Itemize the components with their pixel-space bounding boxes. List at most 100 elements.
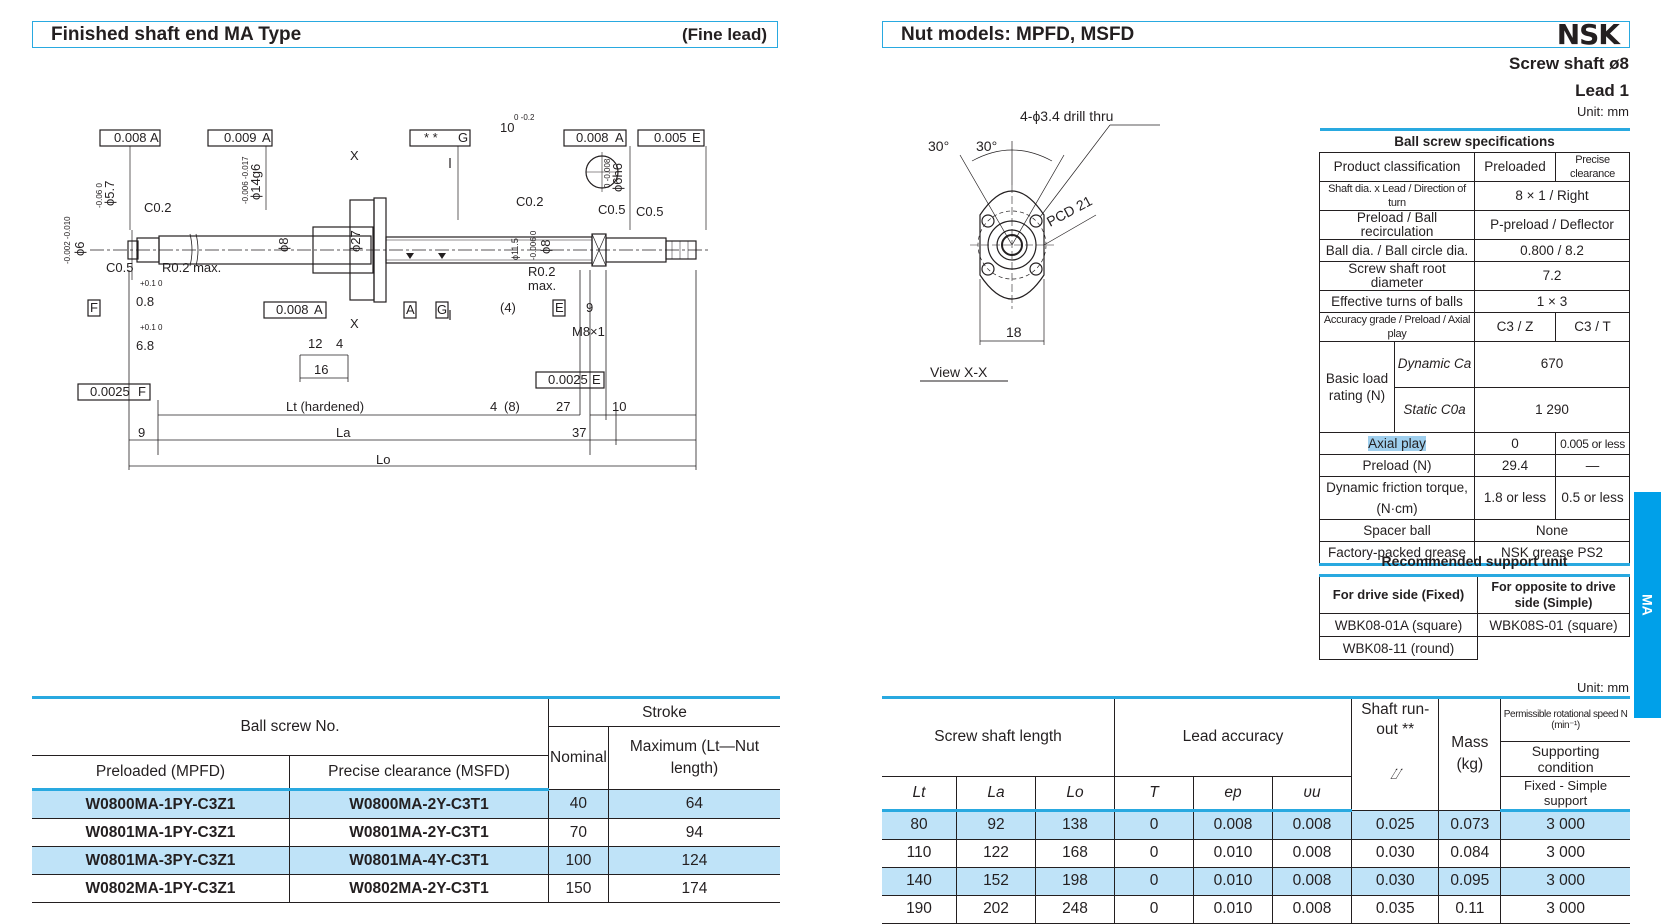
spec-row: Ball dia. / Ball circle dia. 0.800 / 8.2	[1319, 239, 1630, 262]
cell: 202	[956, 895, 1036, 924]
spec-cell: Ball dia. / Ball circle dia.	[1319, 239, 1475, 262]
cell: W0801MA-2Y-C3T1	[289, 818, 549, 847]
cell: 0.010	[1193, 839, 1273, 868]
header-ball-screw-no: Ball screw No.	[32, 697, 549, 756]
radius-r02-right-max: max.	[528, 278, 556, 293]
dim-27: 27	[556, 399, 570, 414]
width-10: 10	[500, 120, 514, 135]
table-row: 110 122 168 0 0.010 0.008 0.030 0.084 3 …	[882, 839, 1630, 868]
spec-row: 1 290	[1320, 386, 1630, 433]
cell: 0	[1114, 810, 1194, 840]
ball-screw-table: Ball screw No. Stroke Nominal Maximum (L…	[32, 696, 780, 903]
view-label: View X-X	[930, 364, 988, 380]
left-header-right: (Fine lead)	[681, 24, 767, 44]
header-ep: ep	[1193, 776, 1273, 812]
dia-5-7: ϕ5.7	[102, 181, 117, 206]
cell: 3 000	[1500, 810, 1630, 840]
spec-cell: 1 × 3	[1474, 290, 1630, 313]
spec-cell: C3 / Z	[1474, 312, 1556, 342]
dim-8: (8)	[504, 399, 520, 414]
spec-row: Accuracy grade / Preload / Axial play C3…	[1319, 312, 1630, 342]
cell: 0.010	[1193, 895, 1273, 924]
cell: W0800MA-2Y-C3T1	[289, 789, 549, 819]
tol-frame-1: 0.008	[114, 130, 147, 145]
angle-left: 30°	[928, 138, 949, 154]
support-row: WBK08-11 (round)	[1319, 636, 1630, 660]
cell: 122	[956, 839, 1036, 868]
header-vu: υu	[1272, 776, 1352, 812]
spec-row: Preload (N) 29.4 —	[1319, 454, 1630, 477]
pcd-label: PCD 21	[1044, 192, 1095, 229]
table-row: 80 92 138 0 0.008 0.008 0.025 0.073 3 00…	[882, 810, 1630, 840]
table-row: W0800MA-1PY-C3Z1 W0800MA-2Y-C3T1 40 64	[32, 789, 780, 819]
cell: 0.010	[1193, 867, 1273, 896]
spec-cell: Preload / Ball recirculation	[1319, 210, 1475, 240]
spec-cell: 7.2	[1474, 261, 1630, 291]
dim-37: 37	[572, 425, 586, 440]
dim-lo: Lo	[376, 452, 390, 467]
spec-cell: Accuracy grade / Preload / Axial play	[1319, 312, 1475, 342]
dynamic-label: Dynamic Ca	[1395, 342, 1474, 388]
spec-cell: 0.005 or less	[1555, 432, 1630, 455]
header-lt: Lt	[882, 776, 957, 812]
spec-cell: Product classification	[1319, 152, 1475, 182]
cell: W0801MA-4Y-C3T1	[289, 846, 549, 875]
unit-label-2: Unit: mm	[1577, 680, 1629, 695]
spec-cell: 8 × 1 / Right	[1474, 181, 1630, 211]
spec-cell: 0	[1474, 432, 1556, 455]
nut-view-drawing: 4-ϕ3.4 drill thru 30° 30° PCD 21 18 View…	[920, 108, 1160, 382]
cell: 152	[956, 867, 1036, 896]
tol-frame-8-ref: F	[138, 384, 146, 399]
spec-cell: Factory-packed grease	[1319, 541, 1475, 566]
side-tab-label: MA	[1639, 594, 1656, 616]
dia-6-tol: -0.002 -0.010	[63, 216, 72, 264]
cell: 0.11	[1438, 895, 1502, 924]
spec-cell: 1.8 or less	[1474, 476, 1556, 520]
spec-row: Effective turns of balls 1 × 3	[1319, 290, 1630, 313]
dim-4-b: 4	[490, 399, 497, 414]
cell: 0.025	[1351, 810, 1440, 840]
cell: 0.008	[1272, 867, 1352, 896]
spec-cell: Effective turns of balls	[1319, 290, 1475, 313]
spec-cell: Preload (N)	[1319, 454, 1475, 477]
cell: 0	[1114, 867, 1194, 896]
cell: 0.095	[1438, 867, 1502, 896]
spec-cell: Precise clearance	[1555, 152, 1630, 182]
header-la: La	[956, 776, 1036, 812]
table-row: 140 152 198 0 0.010 0.008 0.030 0.095 3 …	[882, 867, 1630, 896]
support-row: WBK08-01A (square) WBK08S-01 (square)	[1319, 613, 1630, 637]
groove-08-tol: +0.1 0	[140, 279, 163, 288]
cell: 124	[608, 846, 780, 875]
spec-row: Spacer ball None	[1319, 519, 1630, 542]
support-header-opposite: For opposite to drive side (Simple)	[1477, 575, 1630, 614]
header-supporting-condition: Supporting condition	[1500, 741, 1630, 777]
cell: 100	[548, 846, 609, 875]
dia-8b: ϕ8	[538, 239, 553, 254]
spec-cell: Shaft dia. x Lead / Direction of turn	[1319, 181, 1475, 211]
spec-cell: C3 / T	[1555, 312, 1630, 342]
cell: 0.073	[1438, 810, 1502, 840]
spec-cell: P-preload / Deflector	[1474, 210, 1630, 240]
brand-logo: NSK	[1556, 18, 1620, 51]
cell: 174	[608, 874, 780, 903]
cell: 198	[1035, 867, 1115, 896]
spec-title: Ball screw specifications	[1319, 128, 1630, 153]
cell: 40	[548, 789, 609, 819]
tol-frame-6-ref: A	[314, 302, 323, 317]
side-tab-ma[interactable]: MA	[1634, 492, 1661, 718]
angle-right: 30°	[976, 138, 997, 154]
dia-5-7-tol: -0.06 0	[95, 183, 104, 208]
support-title: Recommended support unit	[1381, 553, 1568, 569]
chamfer-c02-right: C0.2	[516, 194, 543, 209]
chamfer-c05-left: C0.5	[106, 260, 133, 275]
header-stroke: Stroke	[548, 697, 780, 727]
header-precise: Precise clearance (MSFD)	[289, 755, 549, 791]
radius-r02: R0.2 max.	[162, 260, 221, 275]
tol-frame-4: 0.008	[576, 130, 609, 145]
cell: 0.008	[1272, 839, 1352, 868]
dia-14g6-tol: -0.006 -0.017	[241, 156, 250, 204]
tol-frame-2: 0.009	[224, 130, 257, 145]
dim-la: La	[336, 425, 351, 440]
spec-cell: Preloaded	[1474, 152, 1556, 182]
header-run-out: Shaft run-out **	[1351, 697, 1440, 741]
